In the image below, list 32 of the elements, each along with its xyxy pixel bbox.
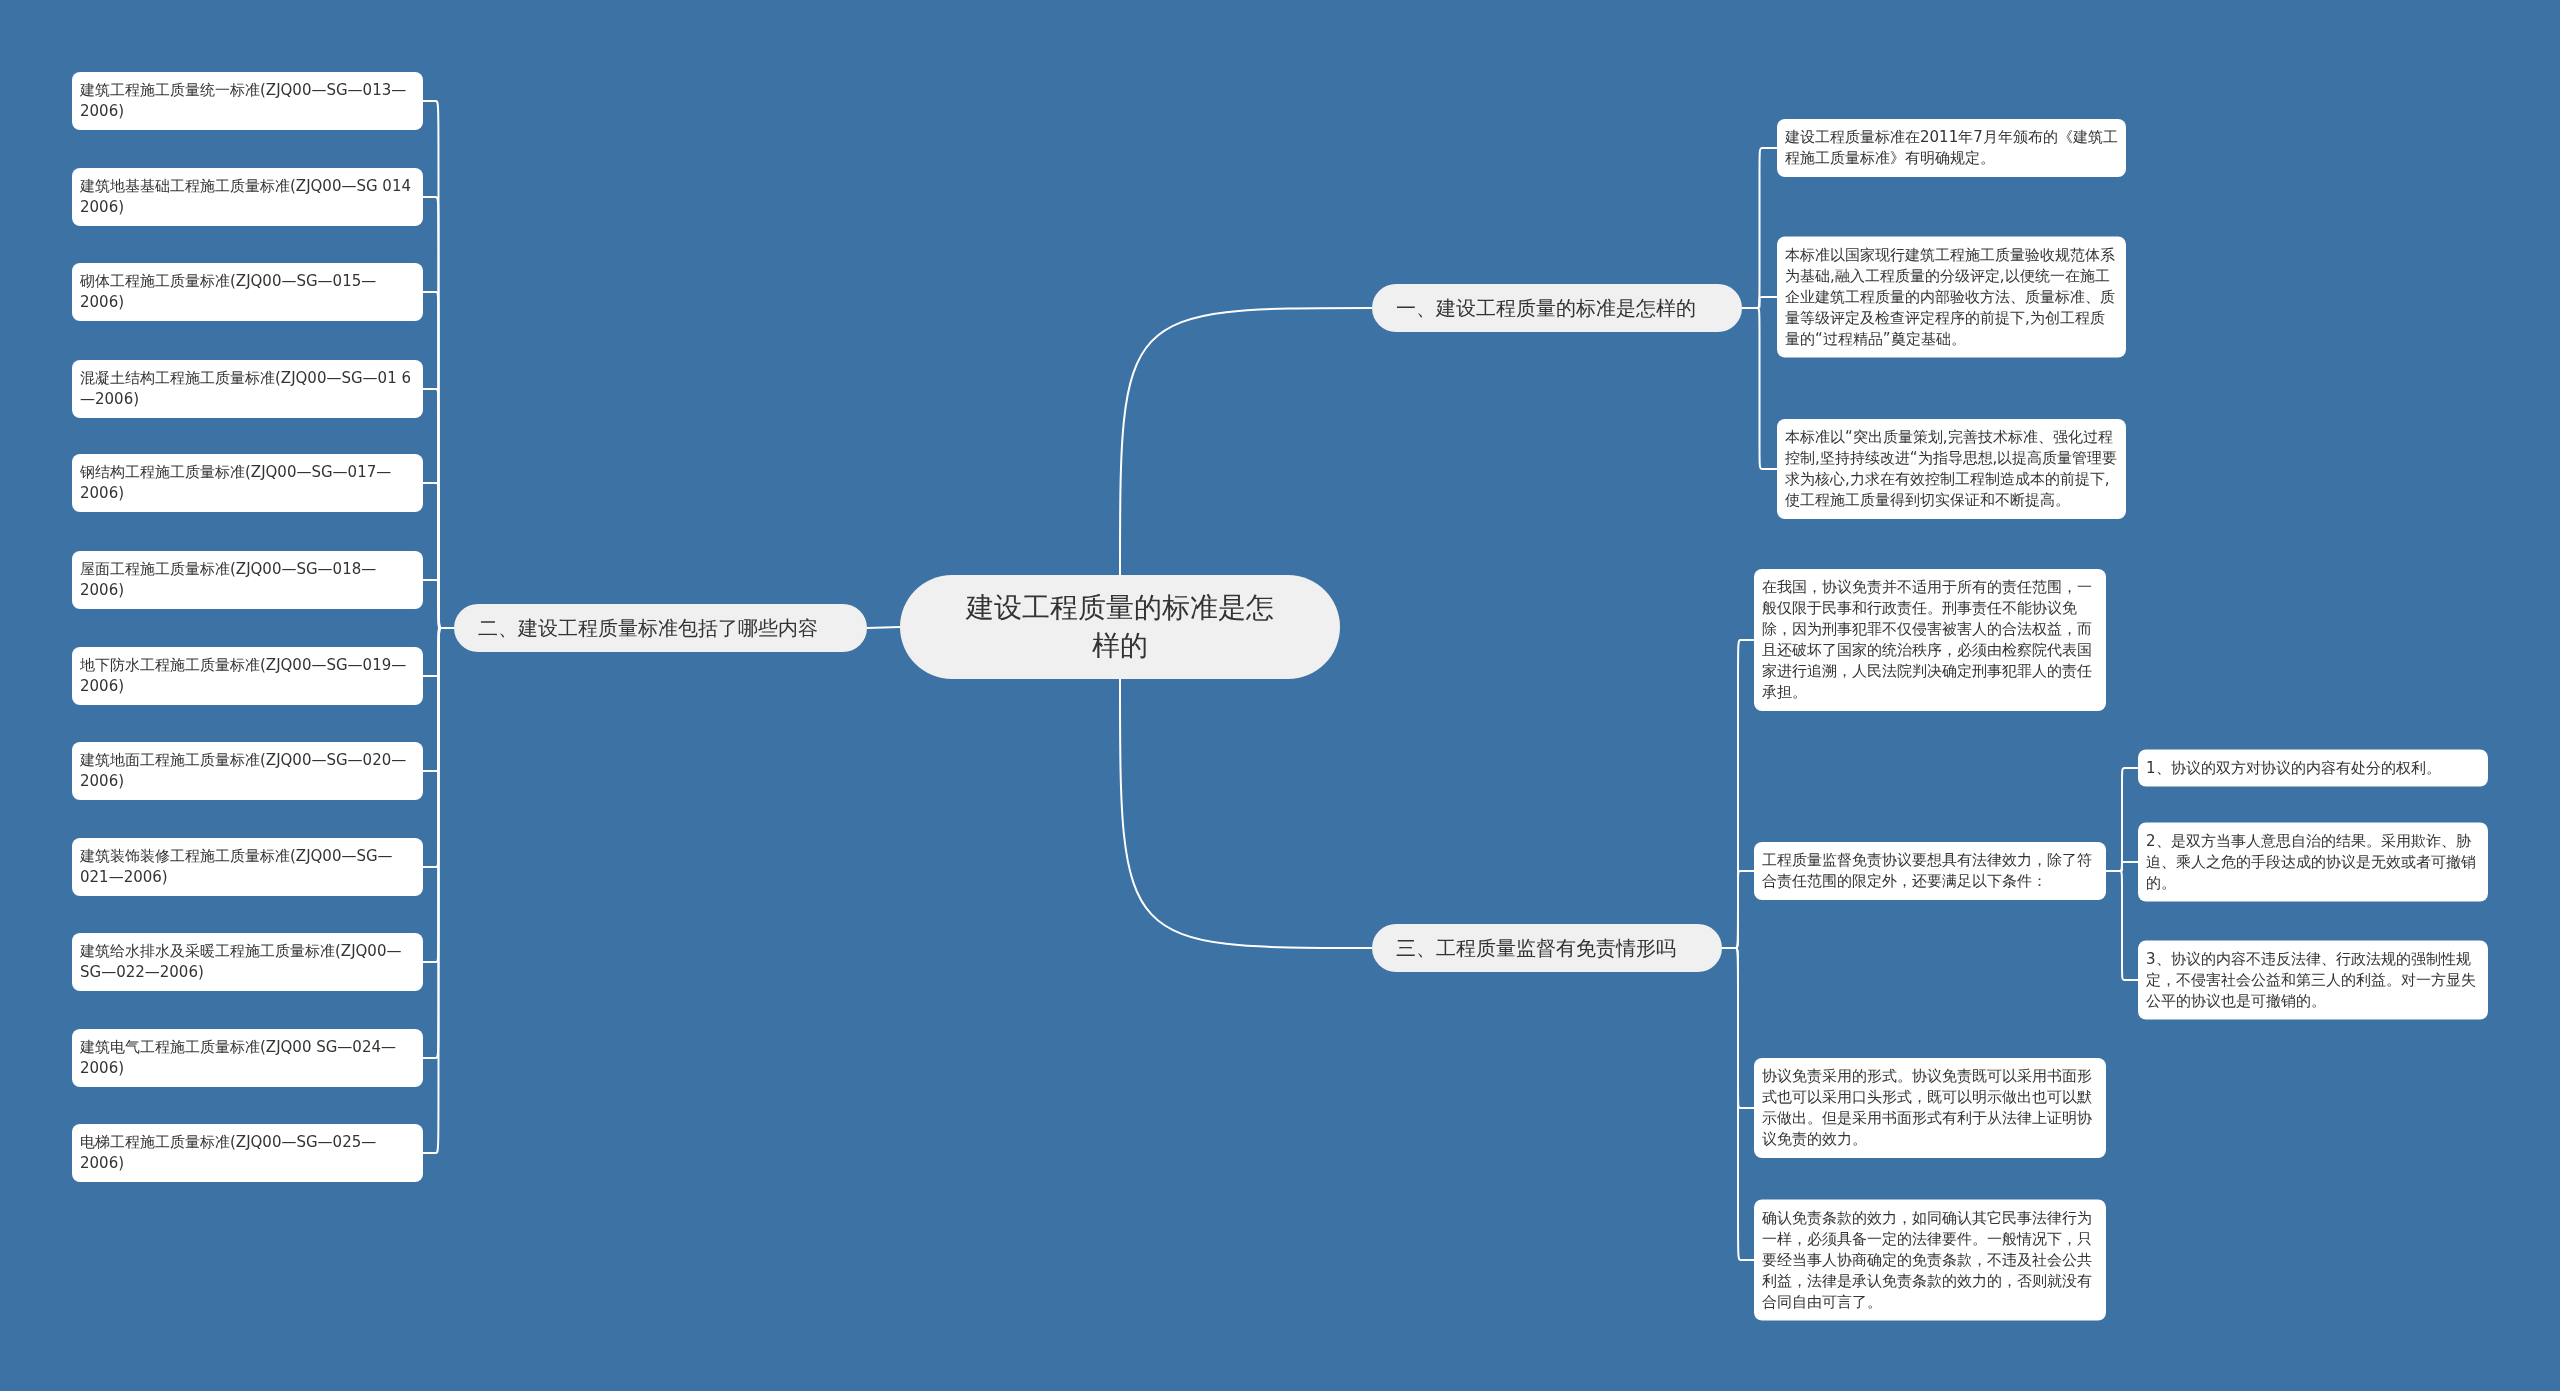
note-card: 砌体工程施工质量标准(ZJQ00—SG—015—2006) — [72, 263, 423, 321]
note-card: 建筑地基基础工程施工质量标准(ZJQ00—SG 014 2006) — [72, 168, 423, 226]
note-card: 3、协议的内容不违反法律、行政法规的强制性规定，不侵害社会公益和第三人的利益。对一方显失公平的协议也是可撤销的。 — [2138, 940, 2488, 1020]
branch-topic: 二、建设工程质量标准包括了哪些内容 — [454, 604, 867, 652]
branch-topic: 一、建设工程质量的标准是怎样的 — [1372, 284, 1742, 332]
note-card: 1、协议的双方对协议的内容有处分的权利。 — [2138, 749, 2488, 787]
note-card: 确认免责条款的效力，如同确认其它民事法律行为一样，必须具备一定的法律要件。一般情况下，只要经当事人协商确定的免责条款，不违及社会公共利益，法律是承认免责条款的效力的，否则就没有合同自由可言了。 — [1754, 1199, 2106, 1321]
note-card: 2、是双方当事人意思自治的结果。采用欺诈、胁迫、乘人之危的手段达成的协议是无效或者可撤销的。 — [2138, 822, 2488, 902]
note-card: 建筑地面工程施工质量标准(ZJQ00—SG—020—2006) — [72, 742, 423, 800]
note-card: 地下防水工程施工质量标准(ZJQ00—SG—019—2006) — [72, 647, 423, 705]
note-card: 建筑电气工程施工质量标准(ZJQ00 SG—024—2006) — [72, 1029, 423, 1087]
note-card: 建筑给水排水及采暖工程施工质量标准(ZJQ00—SG—022—2006) — [72, 933, 423, 991]
connector-line — [1119, 307, 1373, 576]
note-card: 建筑装饰装修工程施工质量标准(ZJQ00—SG—021—2006) — [72, 838, 423, 896]
note-card: 混凝土结构工程施工质量标准(ZJQ00—SG—01 6—2006) — [72, 360, 423, 418]
note-card: 本标准以国家现行建筑工程施工质量验收规范体系为基础,融入工程质量的分级评定,以便统一在施工企业建筑工程质量的内部验收方法、质量标准、质量等级评定及检查评定程序的前提下,为创工程质量的“过程精品”奠定基础。 — [1777, 236, 2126, 358]
note-card: 建设工程质量标准在2011年7月年颁布的《建筑工程施工质量标准》有明确规定。 — [1777, 119, 2126, 177]
note-card: 电梯工程施工质量标准(ZJQ00—SG—025—2006) — [72, 1124, 423, 1182]
note-card: 工程质量监督免责协议要想具有法律效力，除了符合责任范围的限定外，还要满足以下条件： — [1754, 842, 2106, 900]
connector-line — [2105, 870, 2139, 981]
connector-line — [866, 626, 901, 629]
note-card: 屋面工程施工质量标准(ZJQ00—SG—018—2006) — [72, 551, 423, 609]
connector-line — [1119, 678, 1373, 949]
note-card: 协议免责采用的形式。协议免责既可以采用书面形式也可以采用口头形式，既可以明示做出也可以默示做出。但是采用书面形式有利于从法律上证明协议免责的效力。 — [1754, 1058, 2106, 1158]
central-topic: 建设工程质量的标准是怎样的 — [900, 575, 1340, 679]
note-card: 本标准以“突出质量策划,完善技术标准、强化过程控制,坚持持续改进“为指导思想,以提高质量管理要求为核心,力求在有效控制工程制造成本的前提下,使工程施工质量得到切实保证和不断提高。 — [1777, 419, 2126, 519]
connector-line — [1721, 947, 1755, 1261]
note-card: 建筑工程施工质量统一标准(ZJQ00—SG—013—2006) — [72, 72, 423, 130]
note-card: 在我国，协议免责并不适用于所有的责任范围，一般仅限于民事和行政责任。刑事责任不能协议免除，因为刑事犯罪不仅侵害被害人的合法权益，而且还破坏了国家的统治秩序，必须由检察院代表国家进行追溯，人民法院判决确定刑事犯罪人的责任承担。 — [1754, 569, 2106, 711]
note-card: 钢结构工程施工质量标准(ZJQ00—SG—017—2006) — [72, 454, 423, 512]
connector-line — [1741, 307, 1778, 470]
branch-topic: 三、工程质量监督有免责情形吗 — [1372, 924, 1722, 972]
